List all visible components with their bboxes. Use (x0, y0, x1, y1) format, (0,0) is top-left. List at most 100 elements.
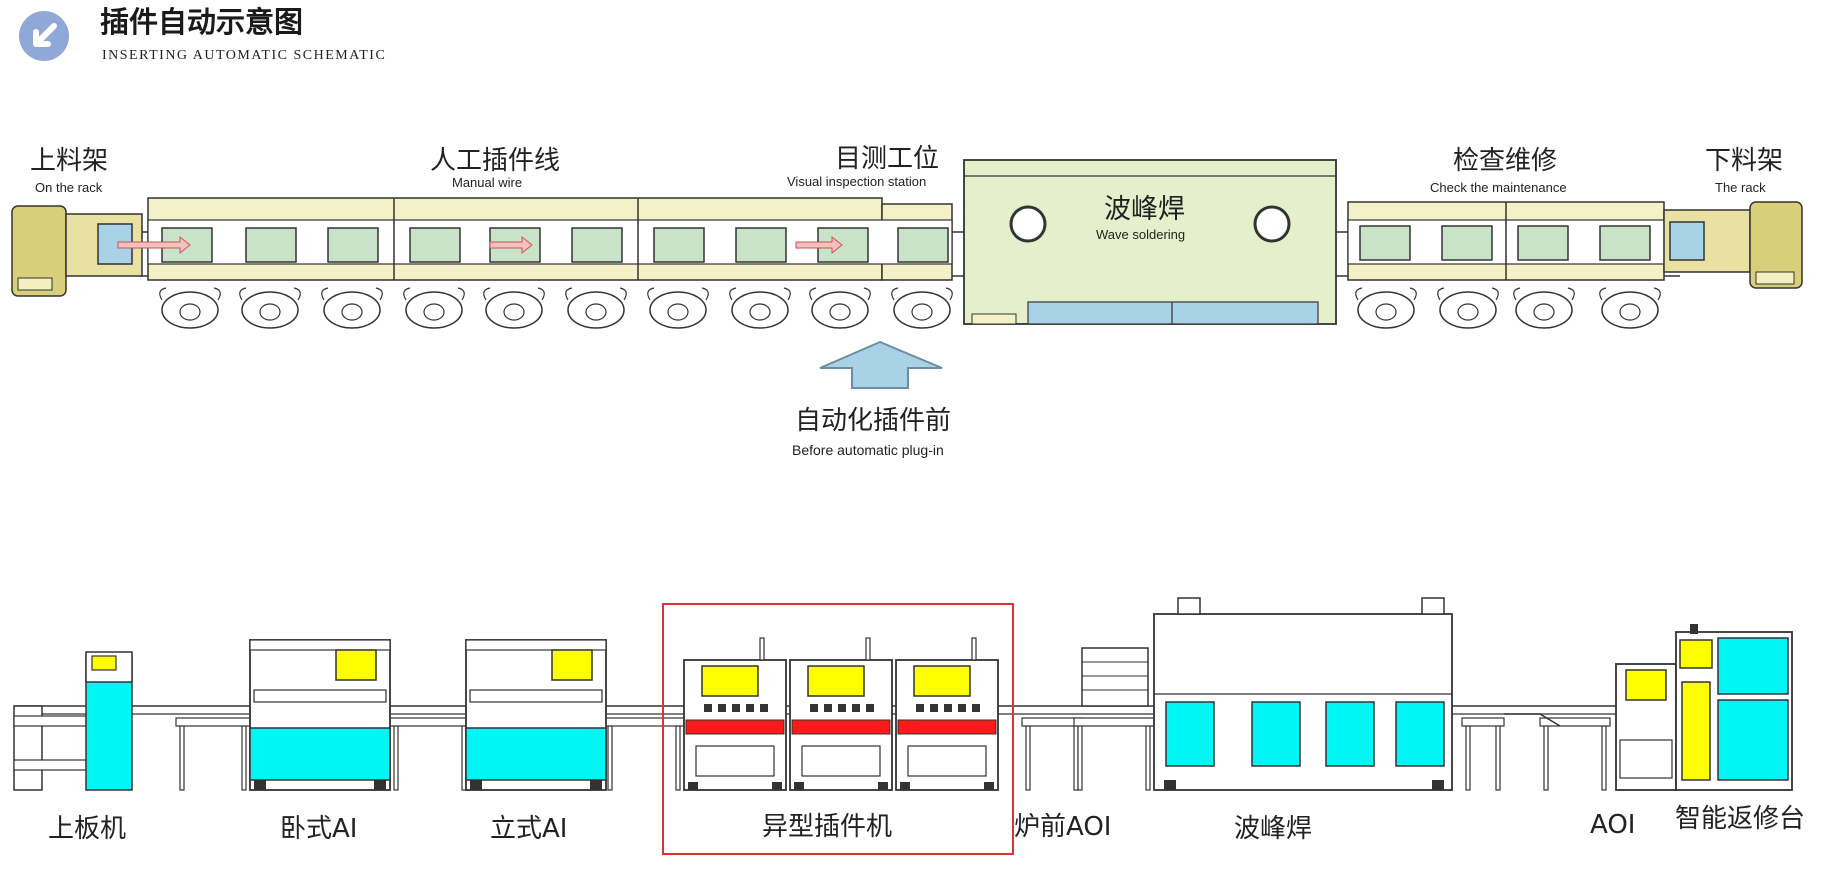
conveyor-table (389, 717, 471, 727)
conveyor-leg (1495, 725, 1501, 791)
operator-seat (893, 291, 951, 329)
machine-label: 波峰焊 (1234, 814, 1313, 844)
inserter-nozzle (944, 704, 952, 712)
caption-zh: 自动化插件前 (795, 406, 952, 436)
operator-seat (811, 291, 869, 329)
inserter-nozzle (852, 704, 860, 712)
machine-label: AOI (1590, 810, 1636, 840)
vertical-ai-machine-top (465, 639, 607, 651)
inserter-door (695, 745, 775, 777)
pcb-board (735, 227, 787, 263)
conveyor-table (175, 717, 251, 727)
inserter-nozzle (916, 704, 924, 712)
machine-foot (794, 782, 804, 790)
flow-arrow (489, 235, 533, 255)
conveyor-leg (241, 725, 247, 791)
pcb-board (245, 227, 297, 263)
loader-rack (13, 715, 87, 727)
machine-label: 智能返修台 (1675, 804, 1806, 834)
inserter-door (907, 745, 987, 777)
seat-cushion (829, 303, 851, 321)
inserter-red-bar (791, 719, 891, 735)
horizontal-ai-machine-head (253, 689, 387, 703)
vertical-ai-machine-screen (551, 649, 593, 681)
rework-cabinet (1681, 681, 1711, 781)
inserter-nozzle (704, 704, 712, 712)
seat-cushion (749, 303, 771, 321)
operator-seat (1601, 291, 1659, 329)
oven-panel (971, 313, 1017, 325)
caption-en: Before automatic plug-in (792, 442, 944, 458)
conveyor-leg (1025, 725, 1031, 791)
pcb-board (327, 227, 379, 263)
inserter-nozzle (824, 704, 832, 712)
operator-seat (241, 291, 299, 329)
pre-oven-aoi (1081, 647, 1149, 707)
flow-arrow (795, 235, 843, 255)
station-label-en: Manual wire (452, 175, 523, 190)
seat-cushion (1619, 303, 1641, 321)
machine-label: 卧式AI (280, 814, 358, 844)
pcb-board (571, 227, 623, 263)
rack-board (1669, 221, 1705, 261)
pcb-board (1441, 225, 1493, 261)
oven-panel (1165, 701, 1215, 767)
inserter-nozzle (958, 704, 966, 712)
pcb-board (409, 227, 461, 263)
conveyor-leg (1543, 725, 1549, 791)
station-label-en: Check the maintenance (1430, 180, 1567, 195)
station-label-en: Visual inspection station (787, 174, 927, 189)
conveyor-table (1461, 717, 1505, 727)
pcb-board (653, 227, 705, 263)
seat-cushion (1533, 303, 1555, 321)
seat-cushion (179, 303, 201, 321)
horizontal-ai-machine-top (249, 639, 391, 651)
seat-cushion (423, 303, 445, 321)
inserter-antenna (971, 637, 977, 661)
seat-armrest (239, 287, 301, 301)
seat-armrest (1355, 287, 1417, 301)
conveyor-leg (393, 725, 399, 791)
seat-armrest (403, 287, 465, 301)
inserter-red-bar (897, 719, 997, 735)
rack-tray (1755, 271, 1795, 285)
machine-label: 炉前AOI (1014, 812, 1112, 842)
highlight-box (662, 603, 1014, 855)
machine-foot (470, 780, 482, 790)
operator-seat (649, 291, 707, 329)
page-subtitle: INSERTING AUTOMATIC SCHEMATIC (102, 48, 387, 63)
seat-cushion (585, 303, 607, 321)
conveyor-table (1021, 717, 1083, 727)
seat-armrest (483, 287, 545, 301)
pcb-board (1517, 225, 1569, 261)
machine-foot (772, 782, 782, 790)
seat-armrest (1599, 287, 1661, 301)
operator-seat (405, 291, 463, 329)
seat-cushion (667, 303, 689, 321)
conveyor-leg (675, 725, 681, 791)
up-arrow (819, 340, 943, 389)
conveyor-leg (179, 725, 185, 791)
machine-label: 立式AI (490, 814, 568, 844)
machine-foot (878, 782, 888, 790)
machine-label: 上板机 (48, 814, 127, 844)
seat-armrest (647, 287, 709, 301)
conveyor-leg (1145, 725, 1151, 791)
operator-seat (323, 291, 381, 329)
seat-cushion (259, 303, 281, 321)
inserter-nozzle (930, 704, 938, 712)
operator-seat (731, 291, 789, 329)
header-icon (18, 10, 70, 62)
machine-foot (590, 780, 602, 790)
conveyor-leg (1601, 725, 1607, 791)
inserter-red-bar (685, 719, 785, 735)
station-label-zh: 下料架 (1705, 146, 1784, 176)
inserter-nozzle (810, 704, 818, 712)
aoi-screen (1625, 669, 1667, 701)
rack-tray (17, 277, 53, 291)
machine-foot (984, 782, 994, 790)
operator-seat (567, 291, 625, 329)
station-label-en: On the rack (35, 180, 103, 195)
inserter-nozzle (732, 704, 740, 712)
